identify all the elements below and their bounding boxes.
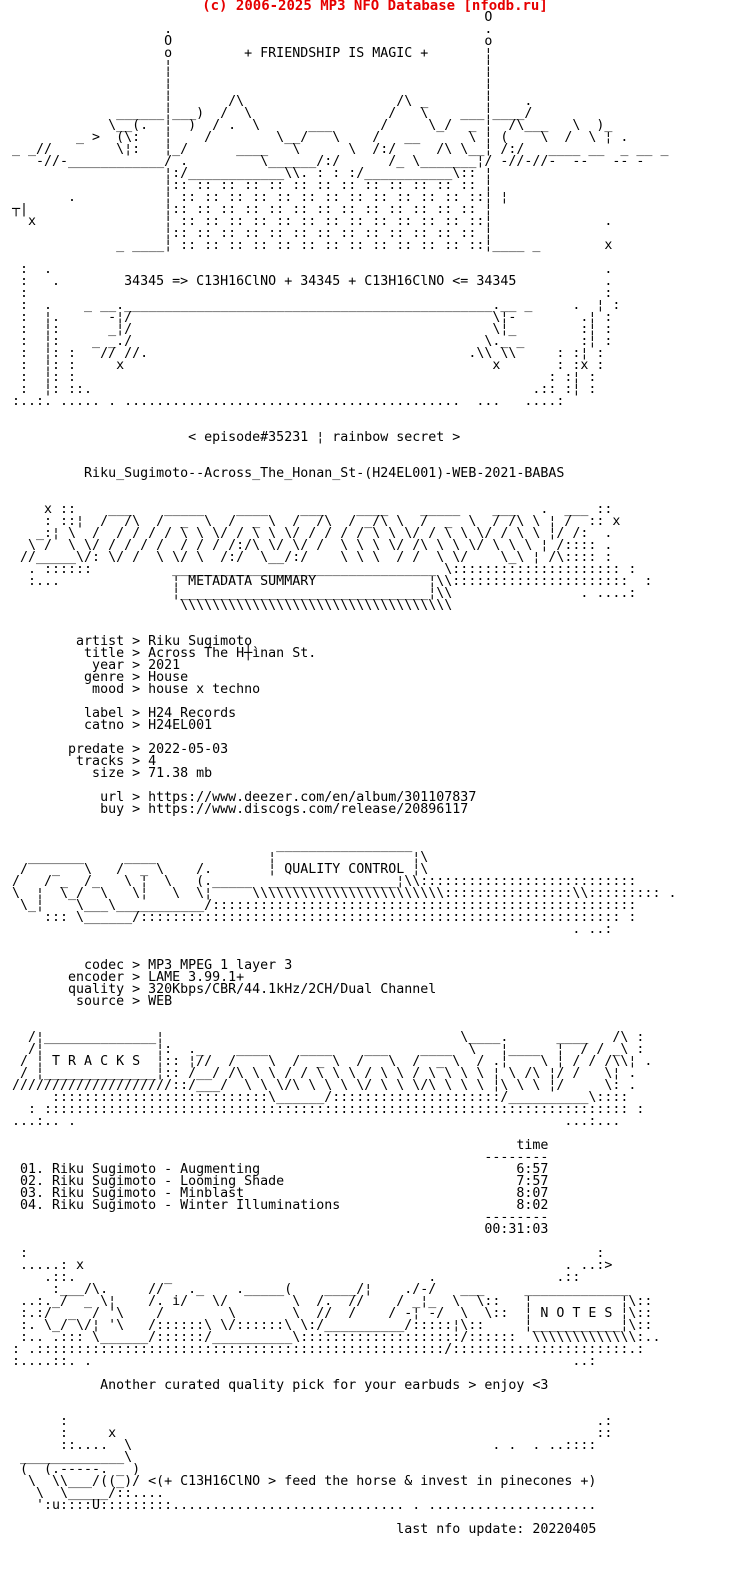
copyright-banner: (c) 2006-2025 MP3 NFO Database [nfodb.ru… [202, 0, 548, 14]
nfo-ascii-art: O . . O o o + FRIENDSHIP IS MAGIC + ¦ [12, 10, 677, 1537]
